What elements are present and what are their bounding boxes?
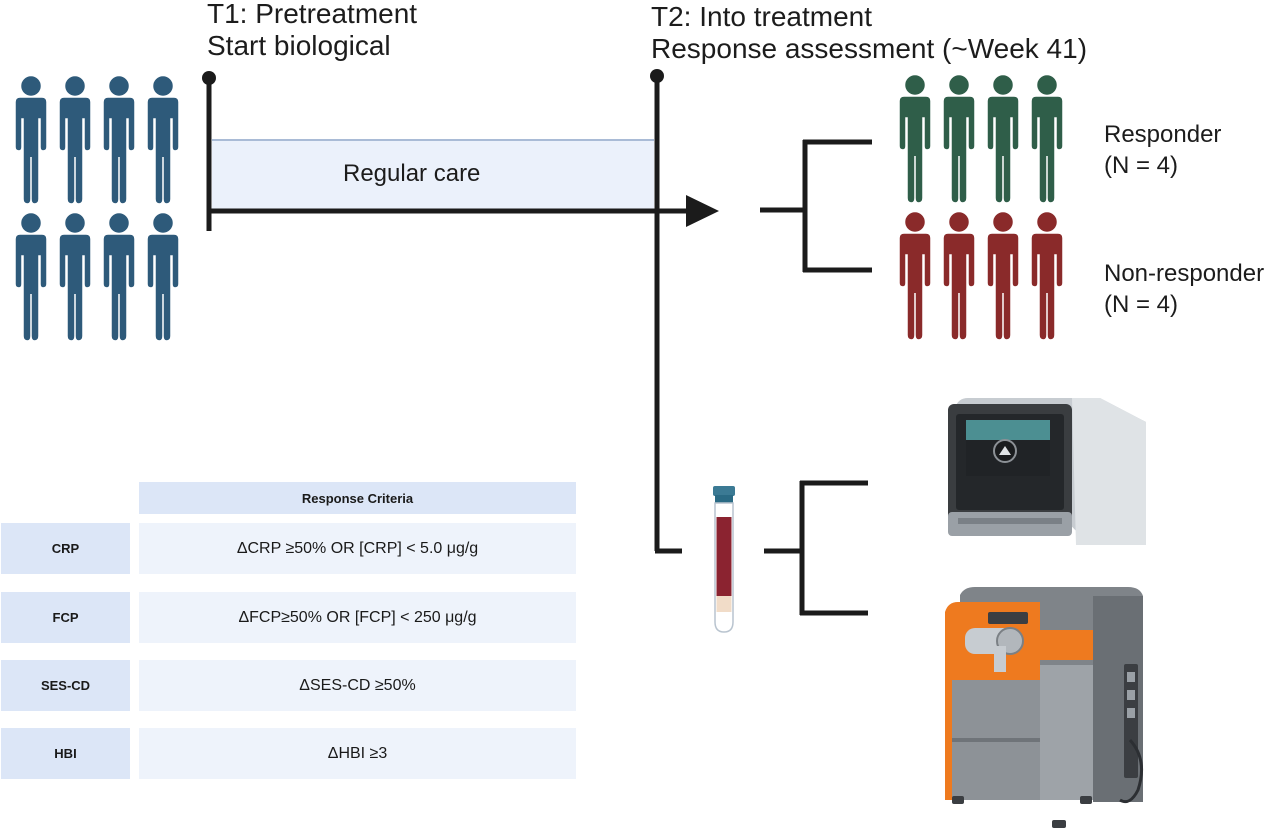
person-icon xyxy=(942,210,976,341)
t1-marker xyxy=(202,71,216,85)
timeline xyxy=(206,76,690,554)
person-icon xyxy=(986,210,1020,341)
criteria-row-value: ΔCRP ≥50% OR [CRP] < 5.0 μg/g xyxy=(139,523,576,574)
criteria-row-name: FCP xyxy=(1,592,130,643)
blood-tube-icon xyxy=(713,486,735,633)
person-icon xyxy=(14,211,48,342)
person-icon xyxy=(102,211,136,342)
person-icon xyxy=(14,74,48,205)
person-icon xyxy=(986,73,1020,204)
person-icon xyxy=(146,74,180,205)
non-responder-count: (N = 4) xyxy=(1104,291,1179,318)
criteria-row-value: ΔFCP≥50% OR [FCP] < 250 μg/g xyxy=(139,592,576,643)
person-icon xyxy=(58,211,92,342)
t1-title: T1: Pretreatment xyxy=(207,0,418,29)
person-icon xyxy=(58,74,92,205)
person-icon xyxy=(1030,210,1064,341)
mass-spectrometer-icon xyxy=(945,587,1144,828)
person-icon xyxy=(898,73,932,204)
person-icon xyxy=(1030,73,1064,204)
t2-marker xyxy=(650,69,664,83)
non-responder-group xyxy=(898,210,1064,341)
criteria-table-header: Response Criteria xyxy=(139,482,576,514)
t2-title: T2: Into treatment xyxy=(651,1,872,32)
responder-label: Responder xyxy=(1104,121,1222,148)
t2-subtitle: Response assessment (~Week 41) xyxy=(651,33,1088,64)
timeline-arrowhead xyxy=(686,195,719,227)
patient-cohort xyxy=(14,74,180,342)
t1-subtitle: Start biological xyxy=(207,30,391,61)
criteria-row-value: ΔHBI ≥3 xyxy=(139,728,576,779)
analysis-bracket xyxy=(764,480,868,616)
person-icon xyxy=(102,74,136,205)
regular-care-band xyxy=(212,140,654,210)
regular-care-label: Regular care xyxy=(343,160,481,187)
sequencer-icon xyxy=(948,398,1146,545)
criteria-row-value: ΔSES-CD ≥50% xyxy=(139,660,576,711)
criteria-row-name: SES-CD xyxy=(1,660,130,711)
person-icon xyxy=(898,210,932,341)
criteria-row-name: HBI xyxy=(1,728,130,779)
non-responder-label: Non-responder xyxy=(1104,260,1265,287)
responder-group xyxy=(898,73,1064,204)
responder-count: (N = 4) xyxy=(1104,152,1179,179)
criteria-row-name: CRP xyxy=(1,523,130,574)
person-icon xyxy=(146,211,180,342)
person-icon xyxy=(942,73,976,204)
outcome-bracket xyxy=(760,139,872,273)
